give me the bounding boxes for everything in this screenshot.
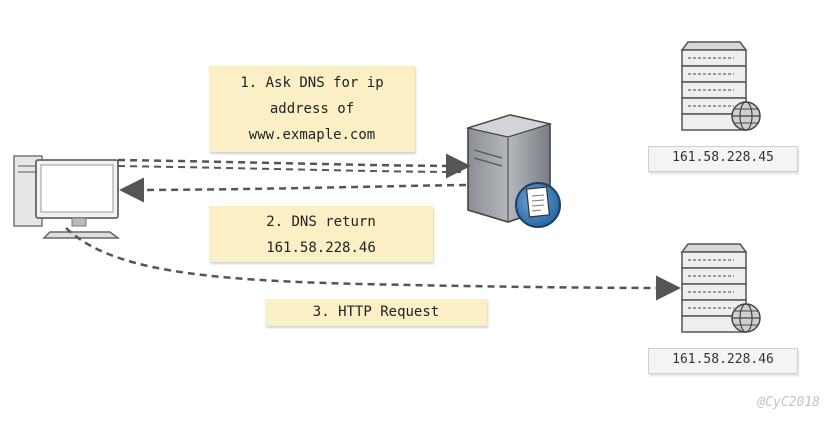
client-computer-icon [13, 155, 121, 239]
dns-return-line-1: 2. DNS return [266, 214, 376, 230]
http-request-arrow [65, 227, 681, 301]
dns-query-note: 1. Ask DNS for ip address of www.exmaple… [209, 66, 415, 152]
web-server-icon [680, 243, 761, 333]
web-server-1-ip: 161.58.228.45 [648, 146, 798, 172]
dns-query-arrow-double [117, 165, 467, 173]
web-server-2-ip: 161.58.228.46 [648, 348, 798, 374]
dns-server-icon [465, 114, 561, 228]
web-server-2-ip-text: 161.58.228.46 [672, 352, 774, 367]
http-request-label: 3. HTTP Request [312, 304, 440, 320]
http-request-note: 3. HTTP Request [265, 299, 487, 326]
web-server-1-ip-text: 161.58.228.45 [672, 150, 774, 165]
dns-query-line-1: 1. Ask DNS for ip [240, 75, 384, 91]
watermark: @CyC2018 [757, 395, 820, 410]
dns-return-line-2: 161.58.228.46 [266, 240, 376, 256]
dns-return-note: 2. DNS return 161.58.228.46 [209, 206, 433, 262]
web-server-icon [680, 41, 761, 131]
dns-query-line-2: address of [269, 101, 355, 117]
dns-query-arrow [117, 153, 471, 179]
dns-query-line-3: www.exmaple.com [248, 127, 376, 143]
dns-return-arrow [119, 177, 467, 203]
